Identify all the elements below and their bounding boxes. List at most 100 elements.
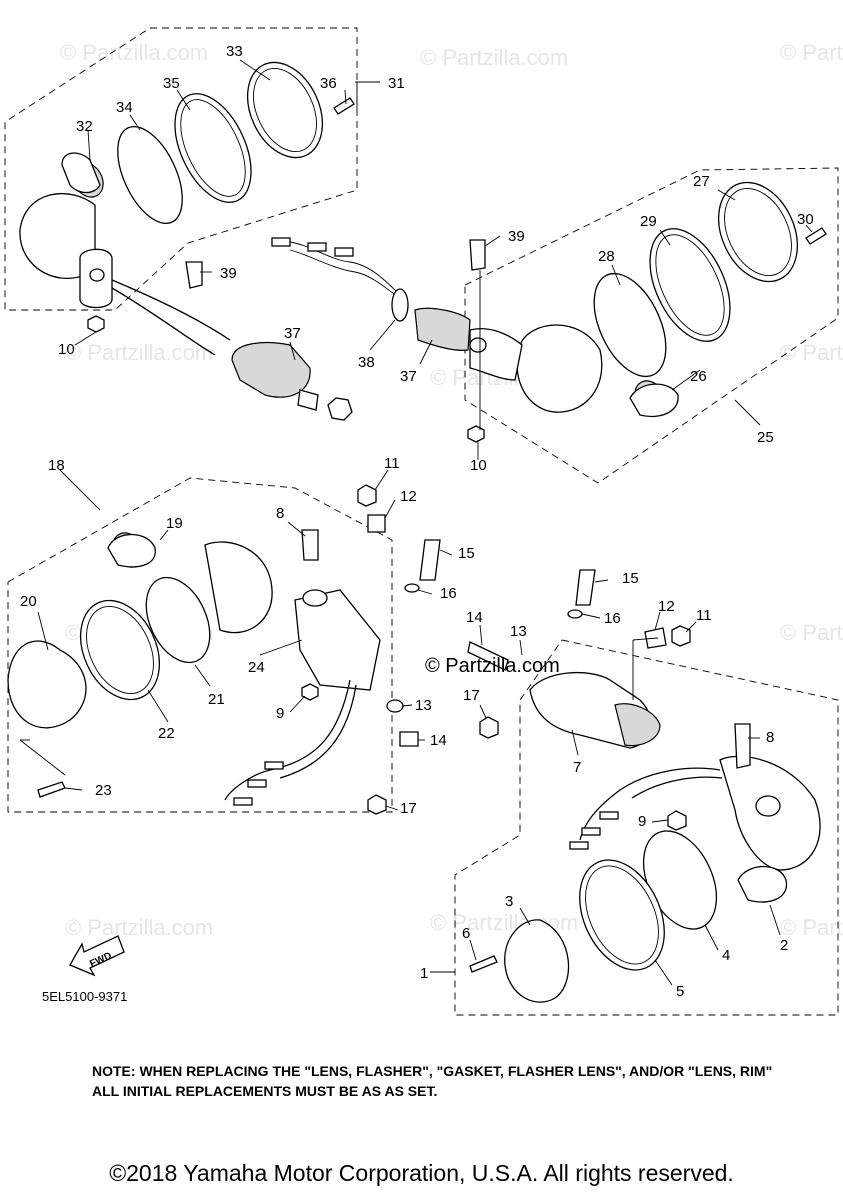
callout-labels: 1 2 3 4 5 6 7 8 8 9 9 10 10 11 11 12 12 … [20, 43, 814, 1000]
leader-lines [19, 59, 813, 986]
nut-38 [327, 397, 353, 421]
bolt-15-right [575, 569, 596, 606]
callout-29: 29 [640, 213, 657, 230]
nut-9-right [667, 810, 687, 831]
callout-15b: 15 [622, 570, 639, 587]
copyright-footer: ©2018 Yamaha Motor Corporation, U.S.A. A… [109, 1160, 734, 1186]
replacement-note: NOTE: WHEN REPLACING THE "LENS, FLASHER"… [92, 1063, 773, 1099]
lens-3 [504, 919, 570, 1003]
callout-33: 33 [226, 43, 243, 60]
callout-31: 31 [388, 75, 405, 92]
callout-39b: 39 [220, 265, 237, 282]
watermark: © Partzilla.com [65, 915, 213, 940]
watermark: © Partzilla.com [420, 45, 568, 70]
callout-5: 5 [676, 983, 684, 1000]
upper-right-flasher [391, 181, 827, 443]
callout-8: 8 [766, 729, 774, 746]
grommet-37 [231, 342, 311, 398]
wire-upper [289, 241, 401, 296]
callout-16b: 16 [604, 610, 621, 627]
bolt-8-right [734, 723, 751, 769]
callout-28: 28 [598, 248, 615, 265]
callout-25: 25 [757, 429, 774, 446]
callout-17: 17 [400, 800, 417, 817]
group-18-boundary [7, 477, 393, 813]
flasher-housing-lower-left [204, 541, 273, 634]
gasket-28 [593, 272, 667, 378]
washer-16 [404, 583, 420, 593]
flasher-housing-right [516, 324, 603, 413]
callout-22: 22 [158, 725, 175, 742]
nut-17 [367, 794, 387, 815]
connector [271, 237, 291, 247]
callout-14: 14 [430, 732, 447, 749]
upper-left-flasher [19, 61, 403, 421]
lower-left-flasher [7, 484, 441, 815]
nut-11-right [671, 625, 691, 647]
watermark: © Partzilla.com [780, 915, 843, 940]
callout-24: 24 [248, 659, 265, 676]
wire-lower-left [224, 679, 351, 801]
bolt-39 [185, 261, 203, 289]
screw-6 [469, 955, 498, 973]
callout-6: 6 [462, 925, 470, 942]
grommet-37-right [414, 307, 471, 351]
watermark: © Partzilla.com [780, 620, 843, 645]
callout-12: 12 [400, 488, 417, 505]
diagram-code: 5EL5100-9371 [42, 989, 128, 1004]
callout-30: 30 [797, 211, 814, 228]
callout-36: 36 [320, 75, 337, 92]
callout-35: 35 [163, 75, 180, 92]
callout-7: 7 [573, 759, 581, 776]
callout-39: 39 [508, 228, 525, 245]
callout-9: 9 [638, 813, 646, 830]
wire-lower-right [579, 767, 721, 841]
group-1-boundary [454, 639, 839, 1016]
rim-29 [649, 228, 731, 342]
callout-17b: 17 [463, 687, 480, 704]
callout-23: 23 [95, 782, 112, 799]
callout-2: 2 [780, 937, 788, 954]
watermark: © Partzilla.com [780, 40, 843, 65]
screw-36 [333, 97, 355, 115]
watermark: © Partzilla.com [60, 40, 208, 65]
callout-21: 21 [208, 691, 225, 708]
callout-20: 20 [20, 593, 37, 610]
washer-16-right [567, 609, 583, 619]
callout-38: 38 [358, 354, 375, 371]
callout-9b: 9 [276, 705, 284, 722]
lens-20 [7, 640, 87, 729]
group-25-boundary [464, 167, 839, 484]
watermark: © Partzilla.com [780, 340, 843, 365]
callout-11: 11 [384, 455, 400, 472]
callout-19: 19 [166, 515, 183, 532]
callout-11b: 11 [696, 607, 712, 624]
callout-14b: 14 [466, 609, 483, 626]
bolt-15 [419, 539, 441, 581]
nut-11 [357, 484, 377, 507]
bolt-14-right [467, 641, 509, 671]
exploded-parts-diagram: © Partzilla.com © Partzilla.com © Partzi… [4, 27, 843, 1016]
lower-right-flasher [467, 569, 821, 1003]
bolt-14 [399, 731, 419, 747]
callout-13: 13 [415, 697, 432, 714]
watermark: © Partzilla.com [65, 340, 213, 365]
callout-27: 27 [693, 173, 710, 190]
washer-13 [386, 699, 404, 713]
center-watermark: © Partzilla.com [425, 655, 560, 677]
callout-16: 16 [440, 585, 457, 602]
nut-9 [301, 683, 319, 701]
callout-4: 4 [722, 947, 730, 964]
bolt-39-right [469, 239, 486, 271]
callout-15: 15 [458, 545, 475, 562]
bracket-24 [294, 589, 381, 691]
screw-30 [805, 227, 827, 245]
flasher-housing [19, 192, 96, 280]
fwd-arrow-icon: FWD [69, 935, 125, 977]
callout-34: 34 [116, 99, 133, 116]
callout-10b: 10 [470, 457, 487, 474]
callout-13b: 13 [510, 623, 527, 640]
bolt-8 [301, 529, 319, 561]
screw-23 [37, 781, 66, 798]
